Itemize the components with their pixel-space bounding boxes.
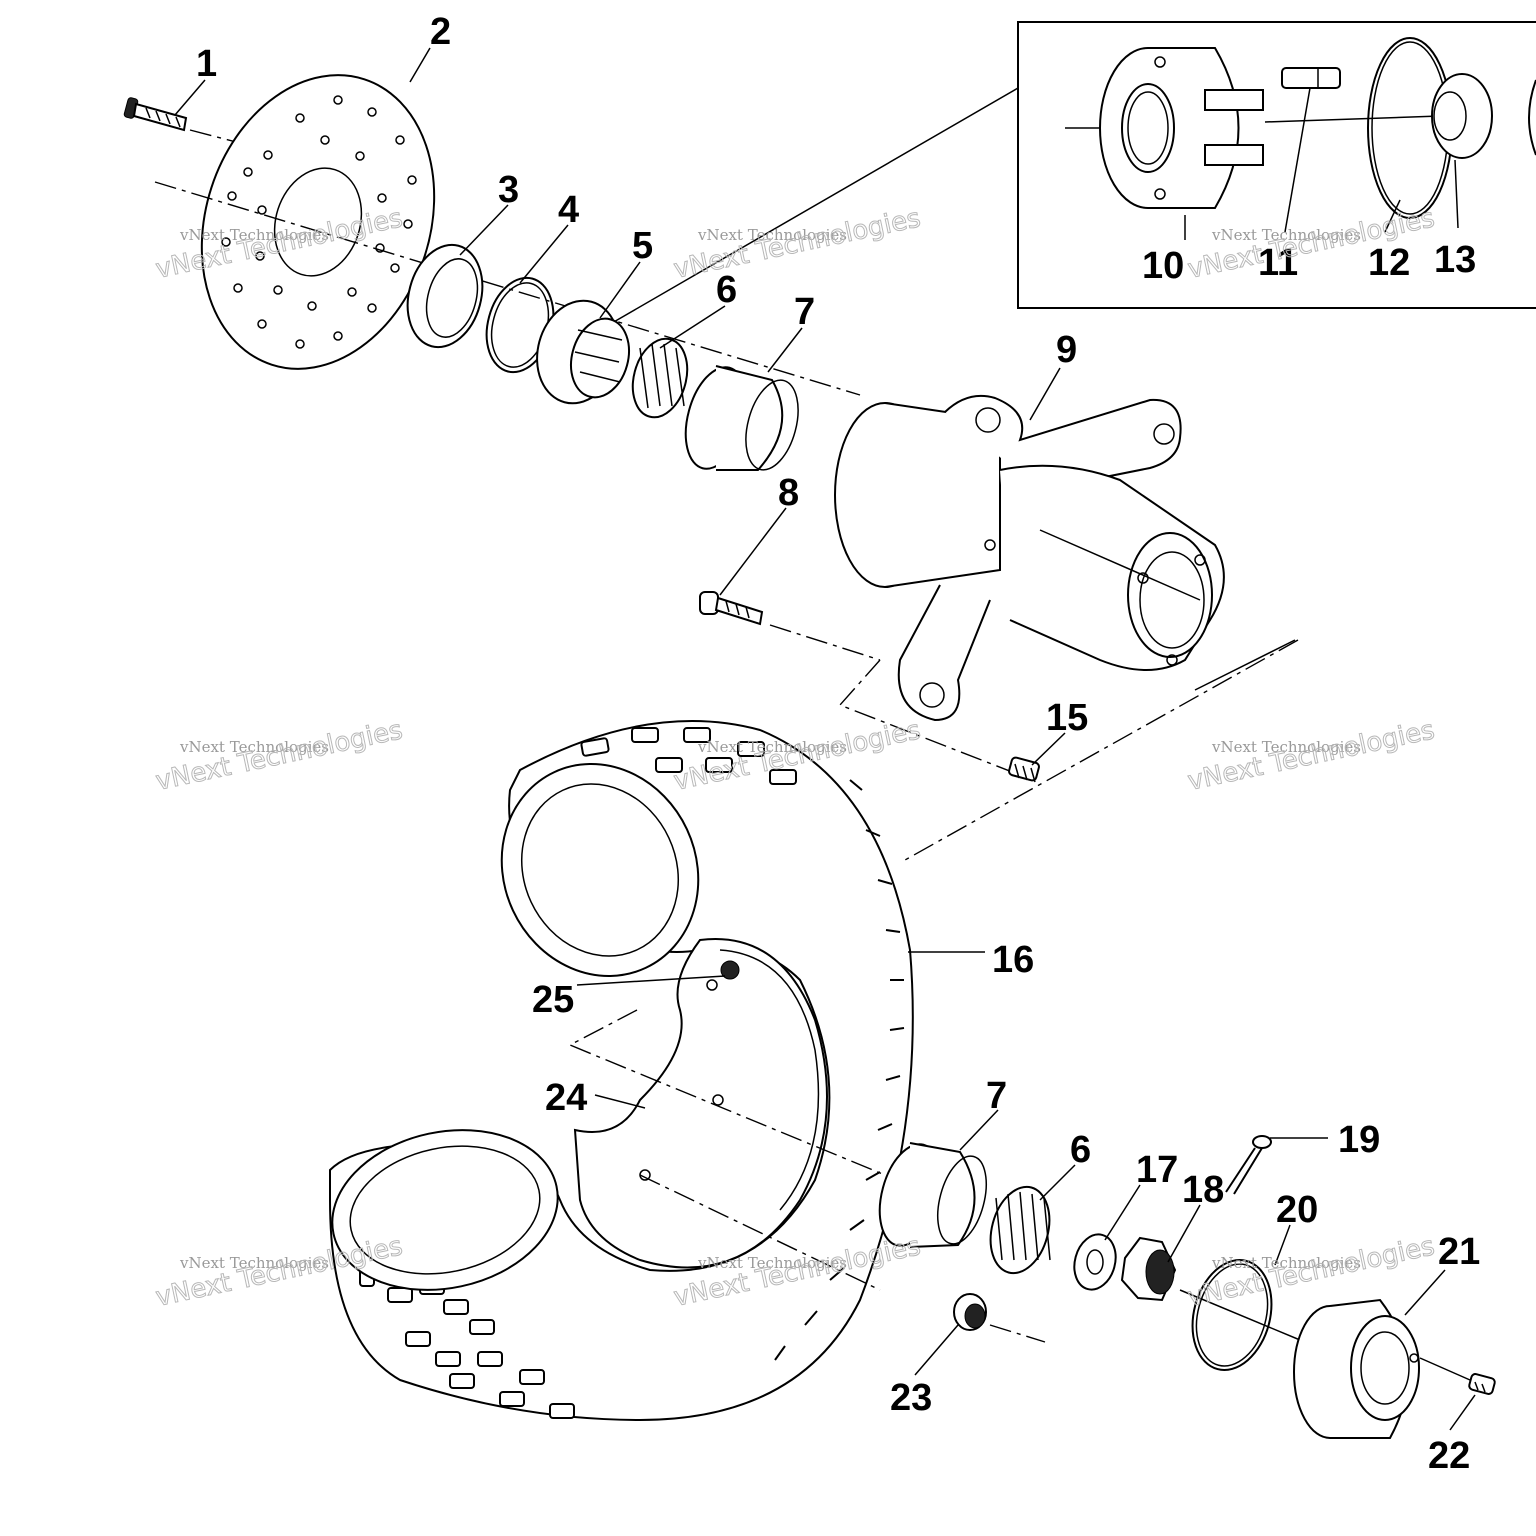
part-3-seal (406, 243, 484, 349)
callout-1: 1 (196, 43, 217, 85)
svg-text:vNext Technologies: vNext Technologies (697, 1254, 847, 1272)
part-21-hub-cap (1293, 1298, 1420, 1439)
callout-22: 22 (1428, 1435, 1470, 1477)
callout-20: 20 (1276, 1189, 1318, 1231)
part-19-cotter-pin (1225, 1135, 1272, 1195)
callout-17: 17 (1136, 1149, 1178, 1191)
callout-12: 12 (1368, 242, 1410, 284)
callout-3: 3 (498, 169, 519, 211)
part-7-race-upper (684, 365, 799, 471)
callout-24: 24 (545, 1077, 587, 1119)
callout-5: 5 (632, 225, 653, 267)
callout-7-lower: 7 (986, 1075, 1007, 1117)
disc-holes (221, 95, 417, 349)
part-7-race-lower (878, 1142, 987, 1248)
svg-text:vNext Technologies: vNext Technologies (697, 226, 847, 244)
callout-6-lower: 6 (1070, 1129, 1091, 1171)
tire-upper-bead (500, 763, 700, 977)
part-18-castle-nut (1120, 1236, 1177, 1302)
part-13-seal (1431, 73, 1493, 159)
part-20-retaining-ring (1191, 1259, 1273, 1371)
callout-16: 16 (992, 939, 1034, 981)
watermark: vNext Technologies vNext Technologies (1185, 1231, 1438, 1314)
svg-text:vNext Technologies: vNext Technologies (179, 738, 329, 756)
callout-21: 21 (1438, 1231, 1480, 1273)
leader-lines (174, 47, 1476, 1431)
svg-text:vNext Technologies: vNext Technologies (179, 226, 329, 244)
callout-18: 18 (1182, 1169, 1224, 1211)
part-1-bolt (123, 97, 188, 132)
callout-13: 13 (1434, 239, 1476, 281)
part-15-grease-fitting (1008, 756, 1040, 783)
part-11-pin (1281, 67, 1341, 89)
svg-text:vNext Technologies: vNext Technologies (1185, 715, 1437, 797)
part-10-drive-hub (1065, 47, 1264, 209)
part-22-screw (1468, 1373, 1496, 1395)
svg-text:vNext Technologies: vNext Technologies (1211, 738, 1361, 756)
callout-25: 25 (532, 979, 574, 1021)
callout-8: 8 (778, 472, 799, 514)
part-2-brake-disc (200, 74, 436, 370)
watermark: vNext Technologies vNext Technologies (1185, 715, 1438, 798)
part-17-washer (1073, 1233, 1117, 1291)
callout-7: 7 (794, 291, 815, 333)
callout-9: 9 (1056, 329, 1077, 371)
part-8-bolt (699, 591, 764, 626)
svg-text:vNext Technologies: vNext Technologies (179, 1254, 329, 1272)
part-6-bearing-upper (631, 337, 689, 419)
svg-text:vNext Technologies: vNext Technologies (1211, 1254, 1361, 1272)
part-6-bearing-lower (989, 1185, 1051, 1275)
callout-11: 11 (1258, 242, 1298, 284)
callout-4: 4 (558, 189, 579, 231)
callout-23: 23 (890, 1377, 932, 1419)
part-24-wheel-rim (573, 938, 828, 1269)
callout-10: 10 (1142, 245, 1184, 287)
tire-lower-bead (331, 1129, 559, 1291)
svg-text:vNext Technologies: vNext Technologies (697, 738, 847, 756)
callout-2: 2 (430, 11, 451, 53)
svg-text:vNext Technologies: vNext Technologies (1185, 1231, 1437, 1313)
svg-text:vNext Technologies: vNext Technologies (1211, 226, 1361, 244)
callout-15: 15 (1046, 697, 1088, 739)
svg-text:vNext Technologies: vNext Technologies (153, 715, 405, 797)
part-9-steering-knuckle (834, 394, 1225, 722)
callout-numbers: 1 2 3 4 5 6 7 8 9 10 11 12 13 15 16 25 2… (196, 11, 1480, 1477)
part-23-lug-nut (953, 1293, 987, 1331)
callout-19: 19 (1338, 1119, 1380, 1161)
part-5-hub-driver (536, 299, 630, 405)
inset-detail-box (611, 21, 1536, 324)
watermark: vNext Technologies vNext Technologies (153, 715, 406, 798)
callout-6: 6 (716, 269, 737, 311)
